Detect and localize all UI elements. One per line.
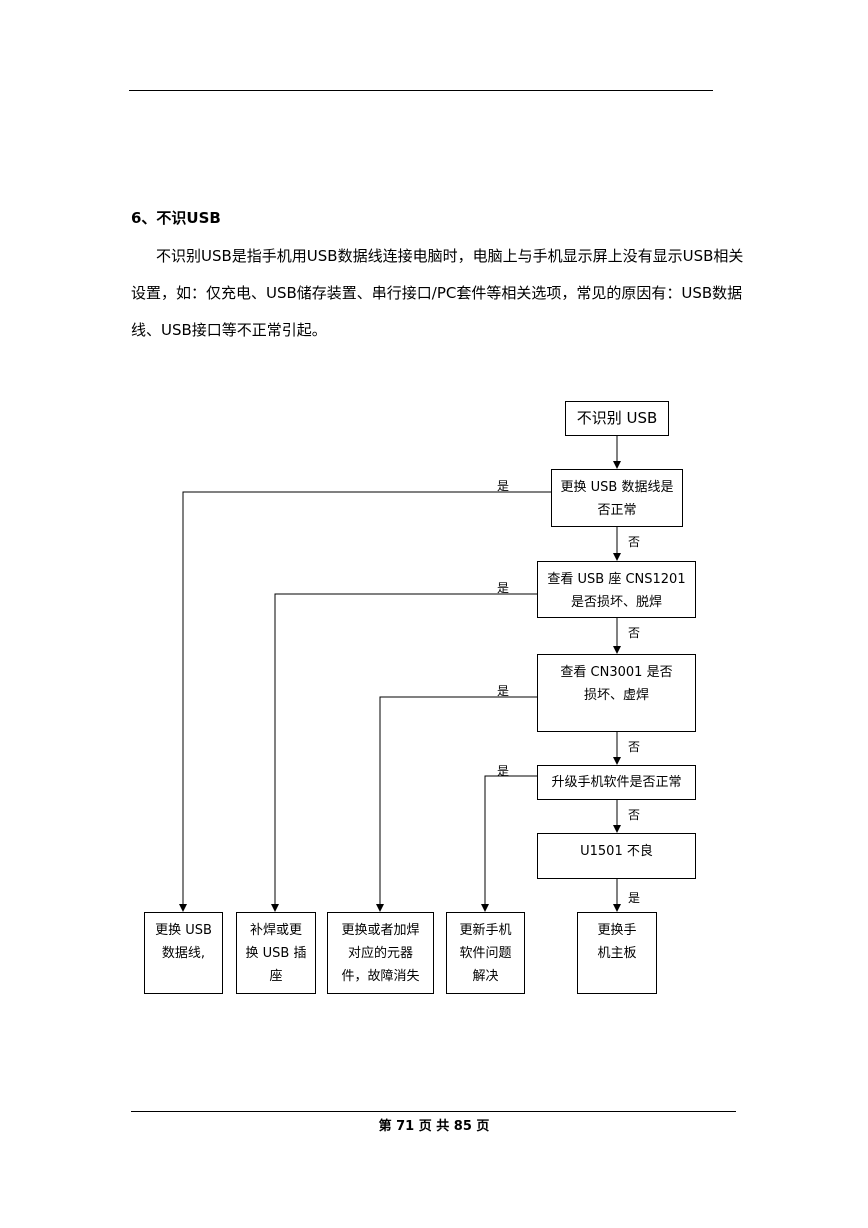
flow-result-4: 更新手机软件问题解决	[446, 912, 525, 994]
flow-result-3: 更换或者加焊对应的元器件，故障消失	[327, 912, 434, 994]
flow-result-5-text: 更换手机主板	[597, 923, 637, 961]
yes-label-4: 是	[497, 764, 510, 778]
no-label-1: 否	[628, 535, 641, 549]
flow-check-5: U1501 不良	[537, 833, 696, 879]
flow-start-box: 不识别 USB	[565, 401, 669, 436]
flow-result-1: 更换 USB 数据线,	[144, 912, 223, 994]
arrow-check1-yes	[179, 491, 551, 912]
yes-label-1: 是	[497, 479, 510, 493]
flow-result-2: 补焊或更换 USB 插座	[236, 912, 316, 994]
flow-check-4-text: 升级手机软件是否正常	[551, 775, 682, 790]
yes-label-3: 是	[497, 684, 510, 698]
section-paragraph: 不识别USB是指手机用USB数据线连接电脑时，电脑上与手机显示屏上没有显示USB…	[131, 247, 744, 339]
flow-result-1-text: 更换 USB 数据线,	[155, 923, 212, 961]
arrow-check4-yes	[481, 775, 537, 912]
flow-result-3-text: 更换或者加焊对应的元器件，故障消失	[341, 923, 420, 984]
section-heading: 6、不识USB	[131, 209, 221, 227]
flow-check-3-text: 查看 CN3001 是否损坏、虚焊	[560, 665, 673, 703]
page-number: 第 71 页 共 85 页	[378, 1119, 490, 1134]
arrow-check2-yes	[271, 593, 537, 912]
arrow-check3-yes	[376, 696, 537, 912]
flow-check-3: 查看 CN3001 是否损坏、虚焊	[537, 654, 696, 732]
flow-result-2-text: 补焊或更换 USB 插座	[245, 923, 307, 984]
flow-check-1-text: 更换 USB 数据线是否正常	[560, 480, 674, 518]
flow-check-2: 查看 USB 座 CNS1201 是否损坏、脱焊	[537, 561, 696, 618]
flow-result-4-text: 更新手机软件问题解决	[459, 923, 512, 984]
flow-check-5-text: U1501 不良	[580, 844, 653, 859]
flow-check-1: 更换 USB 数据线是否正常	[551, 469, 683, 527]
flow-start-text: 不识别 USB	[576, 409, 658, 427]
flow-result-5: 更换手机主板	[577, 912, 657, 994]
no-label-3: 否	[628, 740, 641, 754]
flow-check-2-text: 查看 USB 座 CNS1201 是否损坏、脱焊	[547, 572, 686, 610]
flow-check-4: 升级手机软件是否正常	[537, 765, 696, 800]
footer-rule	[131, 1111, 736, 1112]
yes-label-5: 是	[628, 891, 641, 905]
header-rule	[129, 90, 713, 91]
no-label-2: 否	[628, 626, 641, 640]
no-label-4: 否	[628, 808, 641, 822]
yes-label-2: 是	[497, 581, 510, 595]
